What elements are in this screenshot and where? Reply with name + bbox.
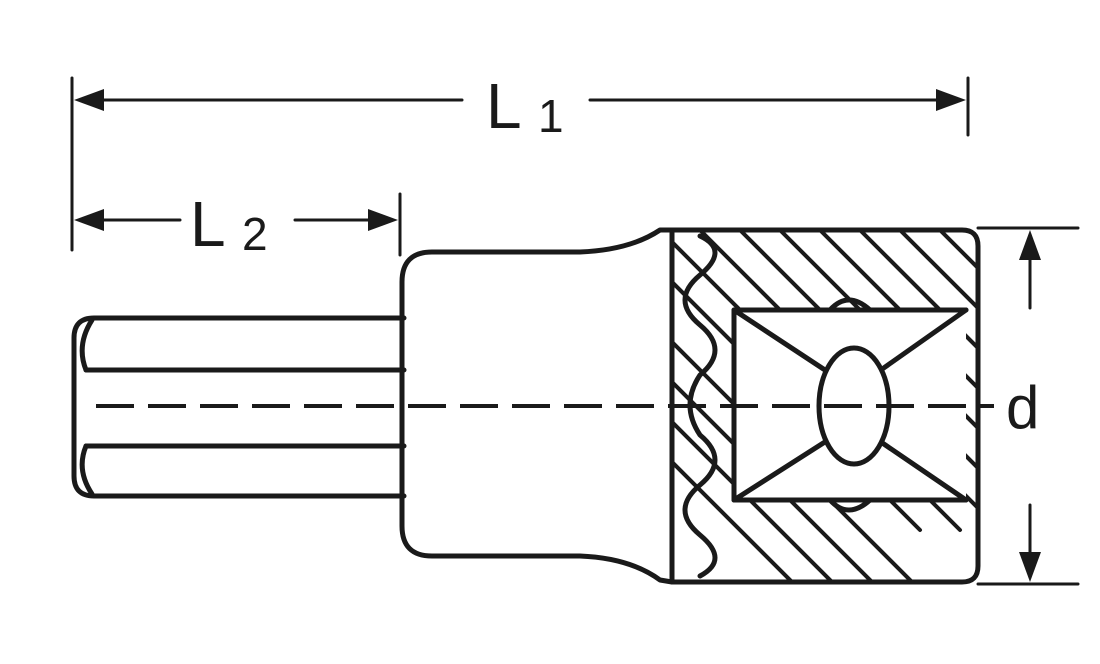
square-drive-diagonal-2 bbox=[875, 307, 969, 375]
square-drive-diagonal-1 bbox=[731, 307, 831, 375]
l1-arrowhead-right bbox=[936, 89, 966, 111]
d-arrowhead-bottom bbox=[1019, 552, 1041, 582]
d-arrowhead-top bbox=[1019, 230, 1041, 260]
d-label: d bbox=[1006, 374, 1039, 441]
l2-label: L bbox=[190, 188, 226, 260]
dimension-d: d bbox=[976, 226, 1080, 586]
bottom-detent-notch bbox=[827, 497, 873, 513]
l2-arrowhead-right bbox=[368, 209, 398, 231]
hex-bit bbox=[71, 315, 407, 499]
l1-arrowhead-left bbox=[74, 89, 104, 111]
dimension-l1: L 1 bbox=[70, 70, 970, 252]
l2-subscript: 2 bbox=[242, 208, 268, 260]
square-drive-diagonal-4 bbox=[875, 437, 969, 503]
dimension-l2: L 2 bbox=[74, 188, 402, 260]
square-drive-diagonal-3 bbox=[731, 437, 831, 503]
socket-neck-outline bbox=[399, 227, 675, 585]
socket-head-outline bbox=[669, 227, 981, 585]
hex-bit-outline bbox=[71, 315, 407, 499]
l1-label: L bbox=[486, 70, 522, 142]
l1-subscript: 1 bbox=[538, 90, 564, 142]
l2-arrowhead-left bbox=[74, 209, 104, 231]
top-detent-notch bbox=[827, 297, 873, 313]
hex-bit-tip-chamfer bbox=[79, 317, 95, 497]
